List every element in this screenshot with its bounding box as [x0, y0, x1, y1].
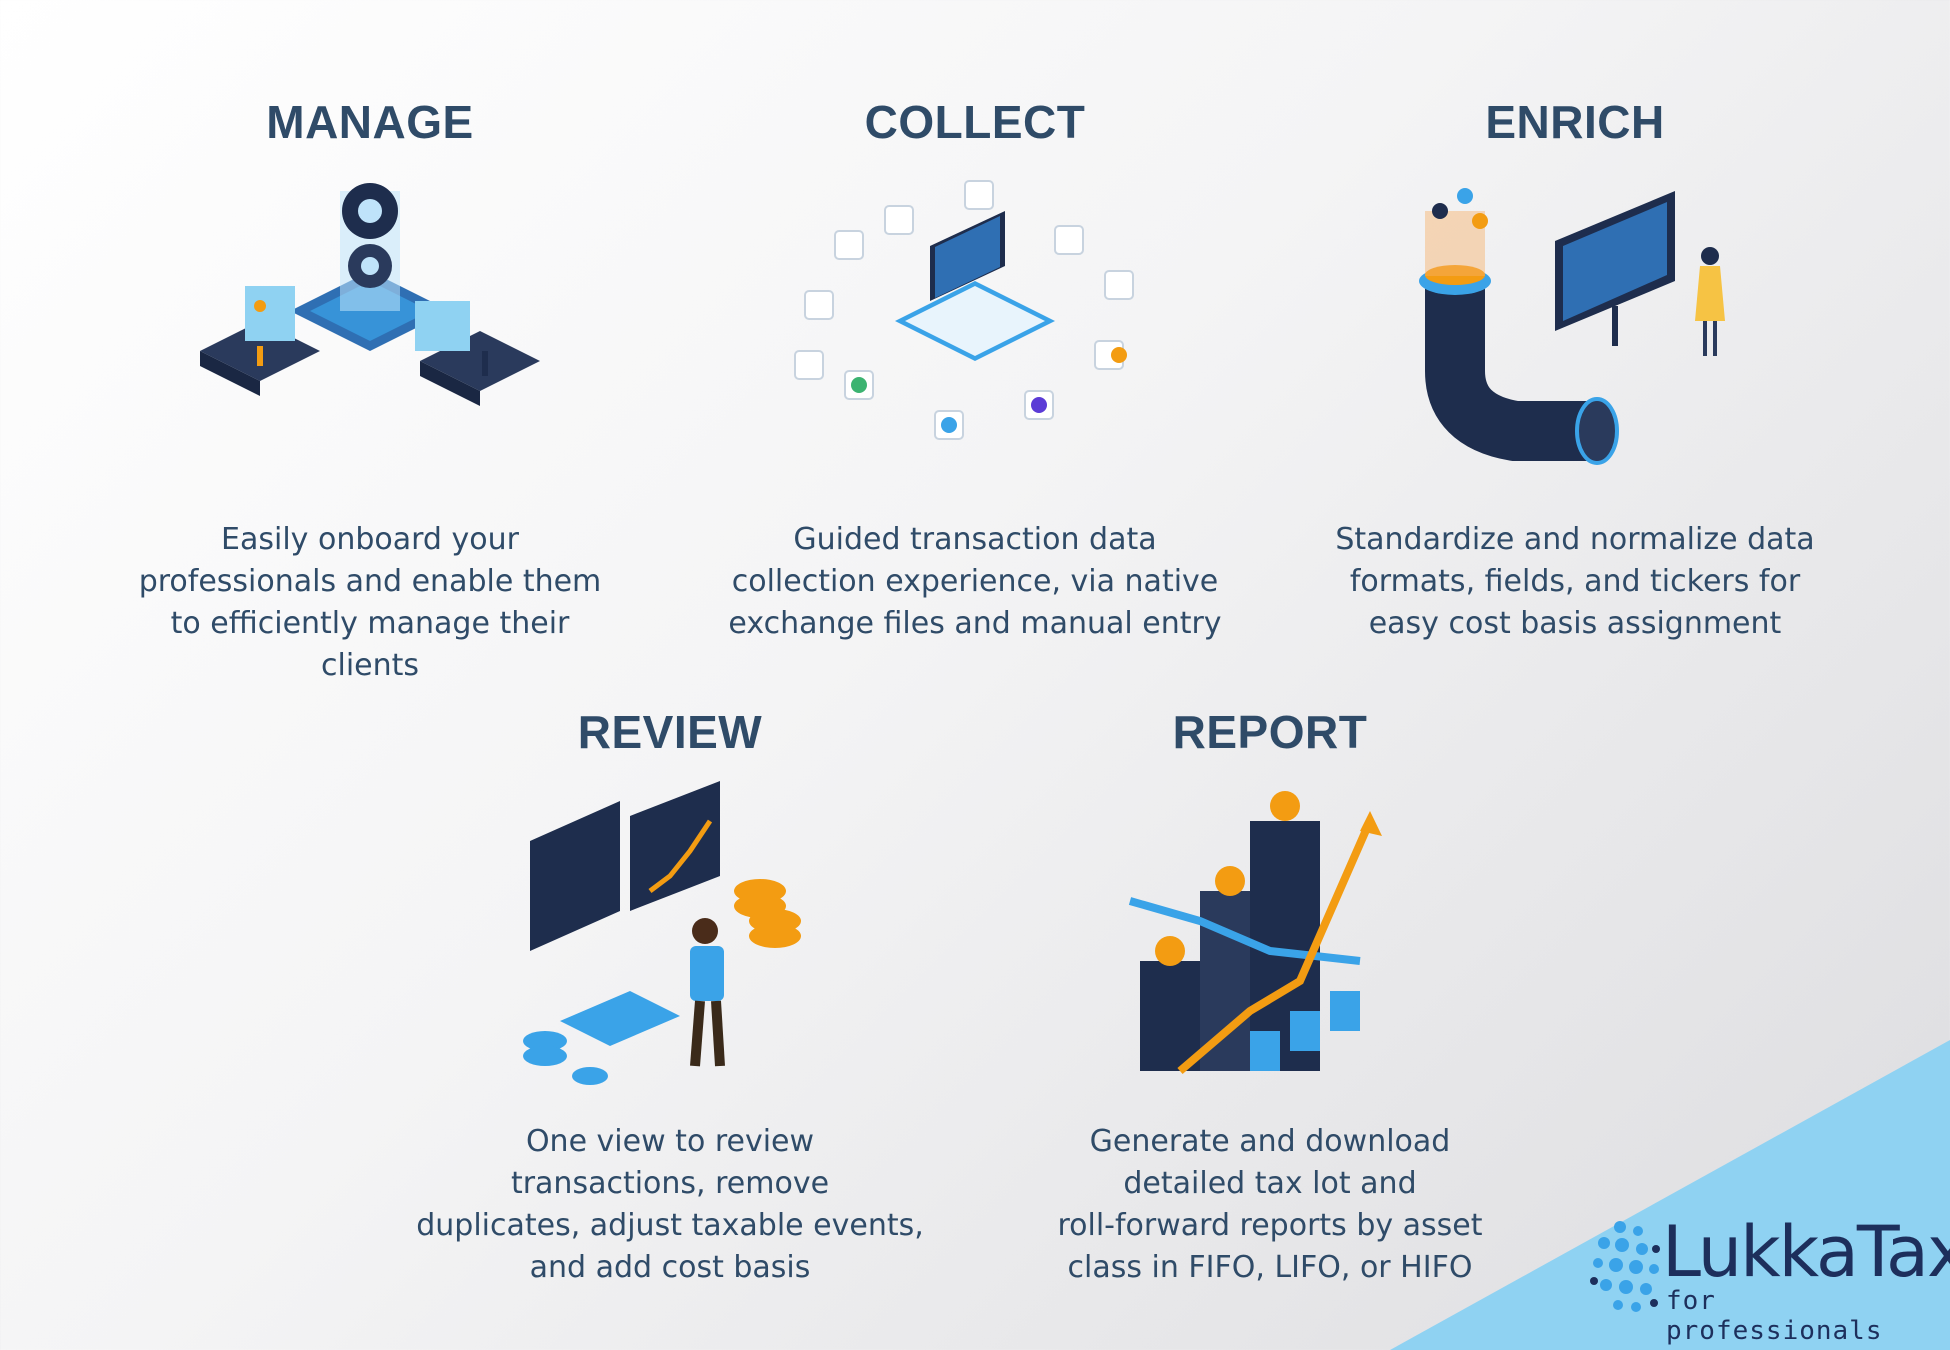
feature-enrich: ENRICH Standardize and normalize data fo…	[1315, 95, 1835, 645]
feature-desc-line: professionals and enable them	[138, 564, 602, 599]
feature-desc-line: Easily onboard your	[221, 522, 519, 557]
feature-desc-line: One view to review	[525, 1124, 815, 1159]
feature-desc-line: easy cost basis assignment	[1368, 606, 1782, 641]
feature-desc-line: Generate and download	[1089, 1124, 1451, 1159]
feature-desc-line: class in FIFO, LIFO, or HIFO	[1067, 1250, 1473, 1285]
feature-desc-line: collection experience, via native	[731, 564, 1219, 599]
feature-desc-line: to efficiently manage their	[170, 606, 570, 641]
manage-illustration	[200, 183, 540, 406]
report-illustration	[1128, 791, 1382, 1075]
feature-review: REVIEW One view to review transactions, …	[405, 705, 935, 1289]
collect-illustration	[794, 180, 1134, 440]
feature-title: COLLECT	[864, 96, 1086, 148]
corner-decoration	[1390, 1040, 1950, 1350]
feature-report: REPORT Generate and download detailed ta…	[1000, 705, 1540, 1289]
review-illustration	[523, 781, 801, 1085]
logo-brand: LukkaTax	[1662, 1211, 1950, 1293]
feature-desc-line: duplicates, adjust taxable events,	[416, 1208, 924, 1243]
feature-desc-line: Standardize and normalize data	[1335, 522, 1815, 557]
feature-desc-line: clients	[320, 648, 420, 683]
lukkatax-logo: LukkaTax for professionals	[1590, 1212, 1950, 1346]
logo-dots-icon	[1590, 1221, 1660, 1312]
feature-desc-line: roll-forward reports by asset	[1057, 1208, 1483, 1243]
feature-desc-line: transactions, remove	[510, 1166, 830, 1201]
feature-collect: COLLECT Guided transaction data collecti…	[715, 95, 1235, 645]
feature-desc-line: detailed tax lot and	[1123, 1166, 1417, 1201]
logo-tagline: for professionals	[1666, 1286, 1883, 1346]
feature-desc-line: formats, fields, and tickers for	[1349, 564, 1801, 599]
feature-desc-line: and add cost basis	[529, 1250, 811, 1285]
feature-title: ENRICH	[1485, 96, 1665, 148]
feature-desc-line: exchange files and manual entry	[728, 606, 1222, 641]
feature-title: REPORT	[1172, 706, 1368, 758]
feature-title: REVIEW	[577, 706, 763, 758]
feature-manage: MANAGE Easily onboard your professionals…	[110, 95, 630, 687]
enrich-illustration	[1419, 188, 1725, 465]
feature-title: MANAGE	[266, 96, 474, 148]
feature-desc-line: Guided transaction data	[793, 522, 1157, 557]
